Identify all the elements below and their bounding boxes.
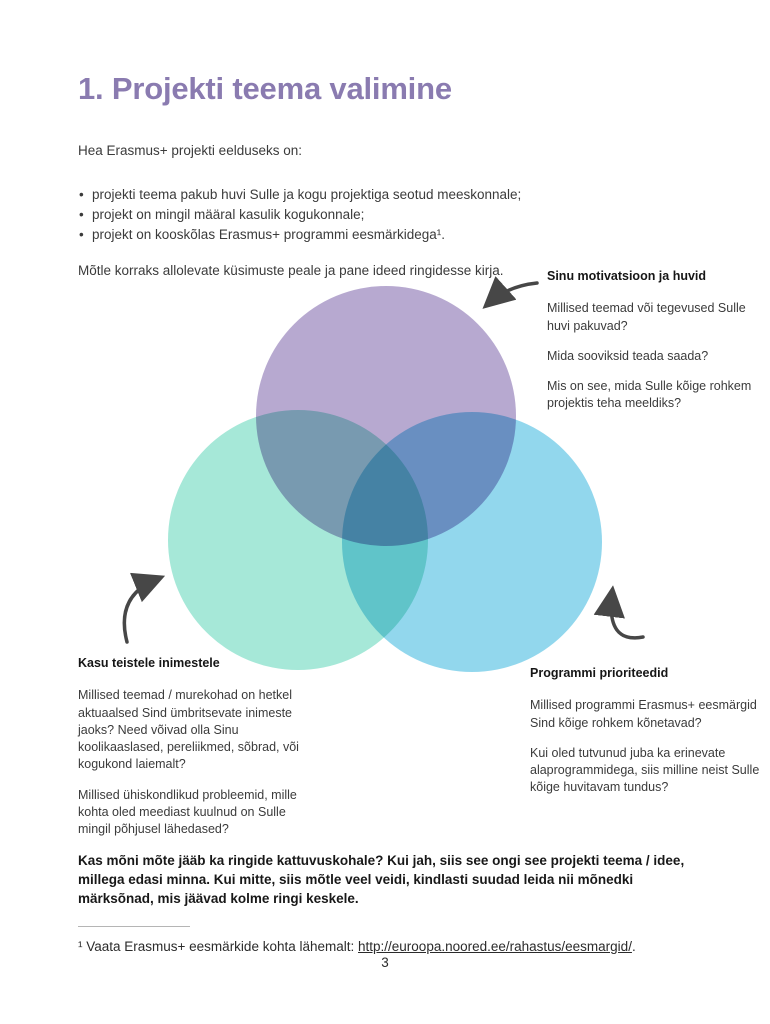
motivation-question: Mis on see, mida Sulle kõige rohkem proj… — [547, 379, 752, 411]
benefit-question: Millised teemad / murekohad on hetkel ak… — [78, 688, 299, 772]
footnote-divider — [78, 926, 190, 927]
instruction-text: Mõtle korraks allolevate küsimuste peale… — [78, 262, 504, 278]
motivation-label-block: Sinu motivatsioon ja huvid Millised teem… — [547, 268, 759, 426]
list-item: projekt on kooskõlas Erasmus+ programmi … — [78, 225, 692, 246]
closing-text: Kas mõni mõte jääb ka ringide kattuvusko… — [78, 853, 685, 907]
benefit-question: Millised ühiskondlikud probleemid, mille… — [78, 787, 297, 837]
motivation-question: Millised teemad või tegevused Sulle huvi… — [547, 301, 746, 333]
page-title: 1. Projekti teema valimine — [78, 71, 452, 106]
page-number: 3 — [381, 955, 389, 970]
priorities-question: Kui oled tutvunud juba ka erinevate alap… — [530, 745, 760, 795]
priorities-heading: Programmi prioriteedid — [530, 666, 669, 680]
list-item: projekt on mingil määral kasulik kogukon… — [78, 205, 692, 226]
footnote-text: ¹ Vaata Erasmus+ eesmärkide kohta lähema… — [78, 939, 359, 954]
venn-diagram: Sinu motivatsioon ja huvid Millised teem… — [0, 258, 770, 848]
intro-text: Hea Erasmus+ projekti eelduseks on: — [78, 143, 302, 159]
footnote-link[interactable]: http://euroopa.noored.ee/rahastus/eesmar… — [358, 939, 632, 954]
footnote: ¹ Vaata Erasmus+ eesmärkide kohta lähema… — [78, 938, 636, 956]
priorities-label-block: Programmi prioriteedid Millised programm… — [530, 665, 762, 810]
motivation-question: Mida sooviksid teada saada? — [547, 348, 709, 363]
priorities-question: Millised programmi Erasmus+ eesmärgid Si… — [530, 698, 757, 730]
benefit-label-block: Kasu teistele inimestele Millised teemad… — [78, 655, 318, 851]
arrow-to-priorities-circle — [593, 585, 645, 640]
criteria-list: projekti teema pakub huvi Sulle ja kogu … — [78, 185, 692, 246]
footnote-suffix: . — [631, 939, 636, 954]
arrow-to-motivation-circle — [482, 276, 539, 309]
benefit-heading: Kasu teistele inimestele — [78, 656, 220, 670]
arrow-to-benefit-circle — [122, 572, 166, 644]
priorities-circle — [342, 412, 602, 672]
motivation-heading: Sinu motivatsioon ja huvid — [547, 269, 707, 283]
list-item: projekti teema pakub huvi Sulle ja kogu … — [78, 185, 692, 206]
